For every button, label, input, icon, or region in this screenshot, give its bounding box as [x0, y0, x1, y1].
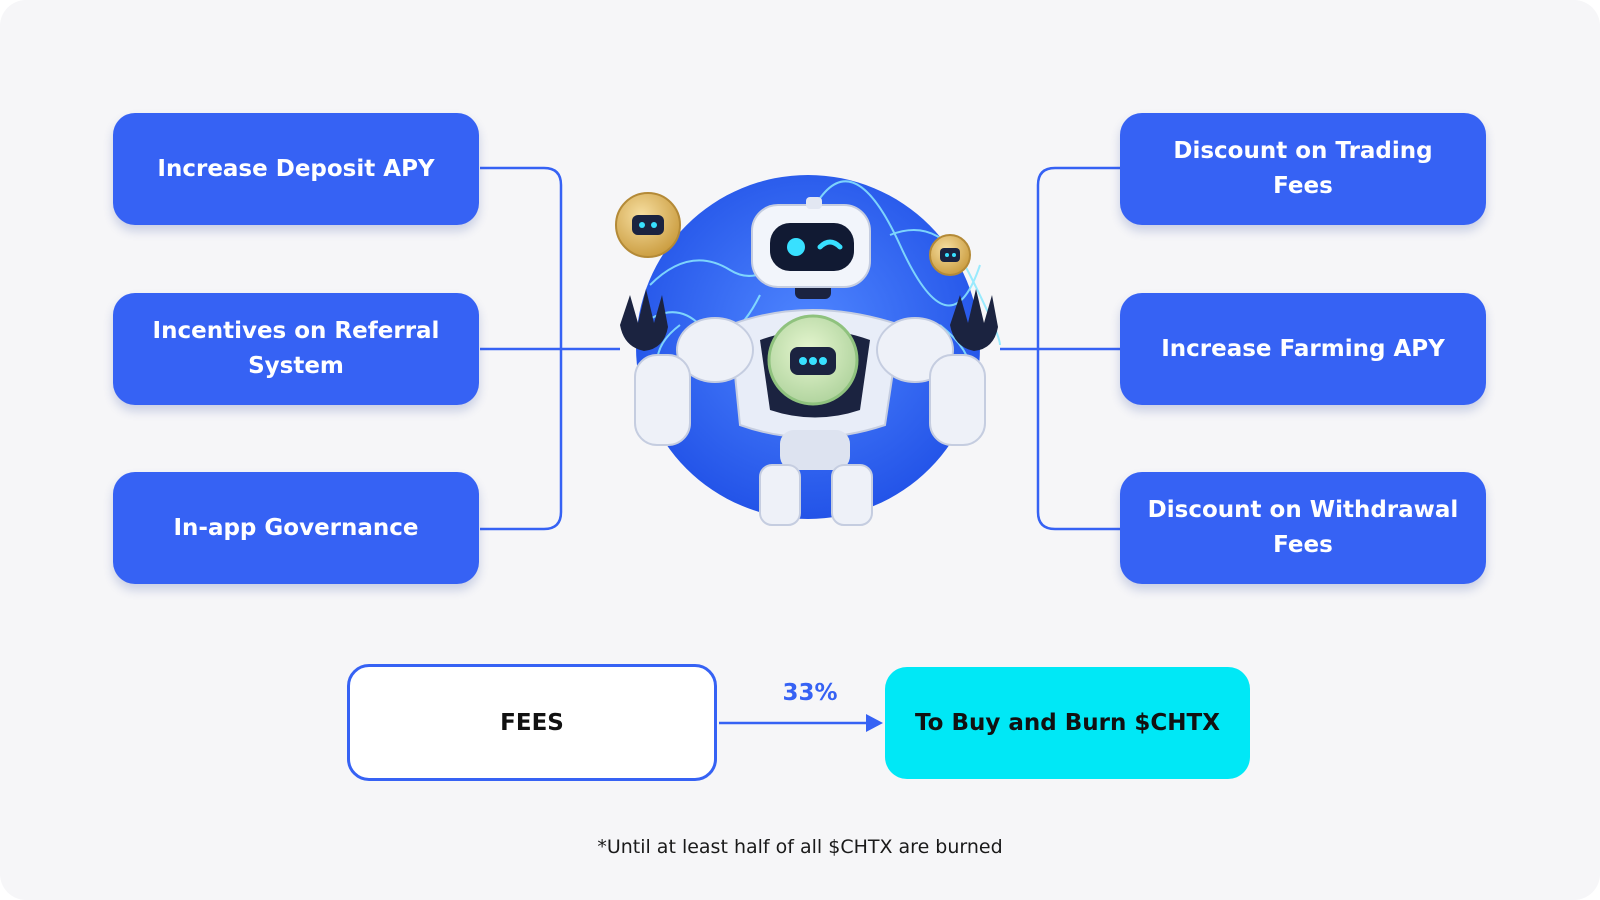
buy-burn-box: To Buy and Burn $CHTX — [885, 667, 1250, 779]
feature-box-governance: In-app Governance — [113, 472, 479, 584]
feature-box-trading-fees: Discount on Trading Fees — [1120, 113, 1486, 225]
chat-coin-icon — [767, 314, 859, 406]
chat-coin-icon — [615, 192, 681, 258]
flow-percent: 33% — [782, 680, 838, 706]
feature-box-withdrawal-fees: Discount on Withdrawal Fees — [1120, 472, 1486, 584]
flow-arrow — [719, 714, 883, 732]
robot-illustration — [610, 175, 1030, 535]
feature-label: Incentives on Referral System — [152, 318, 440, 379]
chat-coin-icon — [929, 234, 971, 276]
feature-label: Discount on Withdrawal Fees — [1147, 497, 1459, 558]
fees-label: FEES — [500, 709, 564, 736]
feature-box-farming-apy: Increase Farming APY — [1120, 293, 1486, 405]
feature-box-deposit-apy: Increase Deposit APY — [113, 113, 479, 225]
feature-label: Increase Deposit APY — [157, 155, 435, 182]
feature-box-referral: Incentives on Referral System — [113, 293, 479, 405]
feature-label: Discount on Trading Fees — [1173, 138, 1433, 199]
footnote: *Until at least half of all $CHTX are bu… — [597, 836, 1003, 858]
feature-label: Increase Farming APY — [1161, 335, 1445, 362]
feature-label: In-app Governance — [173, 514, 419, 541]
buy-burn-label: To Buy and Burn $CHTX — [915, 710, 1220, 736]
fees-box: FEES — [347, 664, 717, 781]
